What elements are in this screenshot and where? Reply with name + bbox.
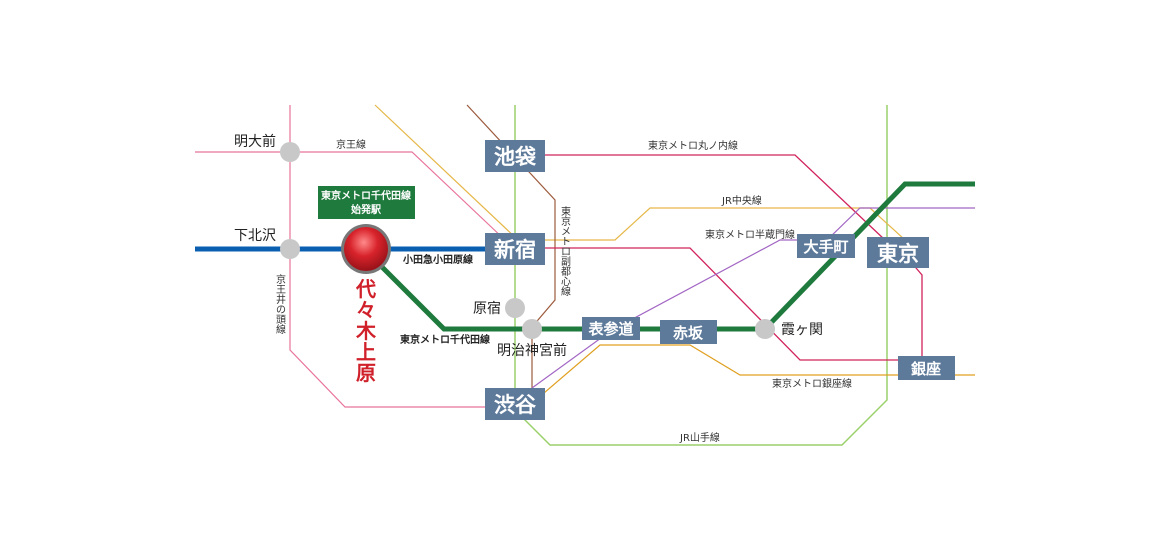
svg-text:上: 上 [356, 340, 376, 364]
chuo-line [374, 104, 906, 241]
ginza-line [529, 344, 975, 406]
station-box-ikebukuro[interactable]: 池袋 [485, 140, 545, 172]
origin-badge-line1: 東京メトロ千代田線 [321, 189, 411, 202]
marunouchi-line-north [545, 154, 886, 241]
svg-text:渋谷: 渋谷 [494, 393, 537, 417]
svg-text:木: 木 [355, 319, 377, 343]
svg-text:線: 線 [276, 323, 286, 336]
svg-text:東京: 東京 [877, 242, 919, 266]
station-box-ginza[interactable]: 銀座 [898, 356, 955, 380]
line-label-keio: 京王線 [336, 138, 366, 151]
origin-station-name: 代 々 木 上 原 [355, 277, 377, 385]
svg-text:井: 井 [276, 293, 286, 306]
marunouchi-line-south [545, 247, 920, 361]
yamanote-line [514, 105, 888, 446]
station-box-shinjuku[interactable]: 新宿 [485, 233, 545, 265]
line-label-ginza: 東京メトロ銀座線 [772, 377, 852, 390]
station-box-shibuya[interactable]: 渋谷 [485, 388, 545, 420]
station-box-omotesando[interactable]: 表参道 [582, 317, 640, 340]
svg-text:大手町: 大手町 [803, 238, 848, 256]
station-dot-meijijingumae[interactable] [522, 319, 542, 339]
svg-text:王: 王 [276, 285, 286, 296]
station-dot-meidaimae[interactable] [280, 142, 300, 162]
svg-text:ト: ト [561, 237, 571, 248]
svg-text:池袋: 池袋 [494, 145, 537, 169]
line-label-hanzomon: 東京メトロ半蔵門線 [705, 228, 795, 241]
svg-text:表参道: 表参道 [588, 320, 633, 338]
line-label-chiyoda: 東京メトロ千代田線 [400, 333, 490, 346]
svg-text:の: の [276, 305, 286, 316]
station-box-tokyo[interactable]: 東京 [867, 237, 929, 268]
origin-badge-line2: 始発駅 [351, 203, 382, 216]
svg-text:新宿: 新宿 [494, 238, 536, 262]
inokashira-line [289, 105, 495, 408]
svg-text:東: 東 [561, 205, 571, 218]
svg-text:原: 原 [356, 361, 376, 385]
keio-line [195, 151, 506, 241]
svg-text:頭: 頭 [276, 314, 286, 326]
station-label-kasumigaseki: 霞ヶ関 [781, 322, 823, 338]
svg-text:々: 々 [356, 298, 376, 322]
svg-text:銀座: 銀座 [911, 360, 941, 378]
origin-station[interactable] [341, 224, 391, 274]
station-label-meidaimae: 明大前 [234, 133, 276, 150]
station-dot-shimokitazawa[interactable] [280, 239, 300, 259]
station-box-otemachi[interactable]: 大手町 [797, 234, 855, 258]
svg-text:メ: メ [561, 227, 571, 238]
svg-text:京: 京 [561, 215, 571, 228]
svg-text:心: 心 [561, 276, 571, 288]
station-label-shimokitazawa: 下北沢 [234, 228, 276, 244]
svg-text:代: 代 [355, 277, 376, 301]
svg-text:京: 京 [276, 273, 286, 286]
line-label-inokashira: 京 王 井 の 頭 線 [276, 273, 286, 336]
marunouchi-line-east [904, 254, 923, 360]
line-label-marunouchi: 東京メトロ丸ノ内線 [648, 139, 738, 152]
station-label-harajuku: 原宿 [473, 300, 501, 317]
line-label-fukutoshin: 東 京 メ ト ロ 副 都 心 線 [561, 205, 571, 298]
svg-text:都: 都 [561, 266, 571, 278]
station-box-akasaka[interactable]: 赤坂 [660, 320, 717, 344]
station-dot-harajuku[interactable] [505, 298, 525, 318]
line-label-odakyu: 小田急小田原線 [402, 253, 473, 266]
svg-text:線: 線 [561, 285, 571, 298]
svg-text:ロ: ロ [561, 247, 571, 258]
station-dot-kasumigaseki[interactable] [755, 319, 775, 339]
svg-text:赤坂: 赤坂 [673, 324, 704, 342]
svg-text:副: 副 [561, 256, 571, 268]
origin-badge [318, 186, 415, 219]
line-label-yamanote: JR山手線 [679, 431, 720, 444]
station-label-meijijingumae: 明治神宮前 [497, 342, 567, 359]
line-label-chuo: JR中央線 [721, 194, 762, 207]
